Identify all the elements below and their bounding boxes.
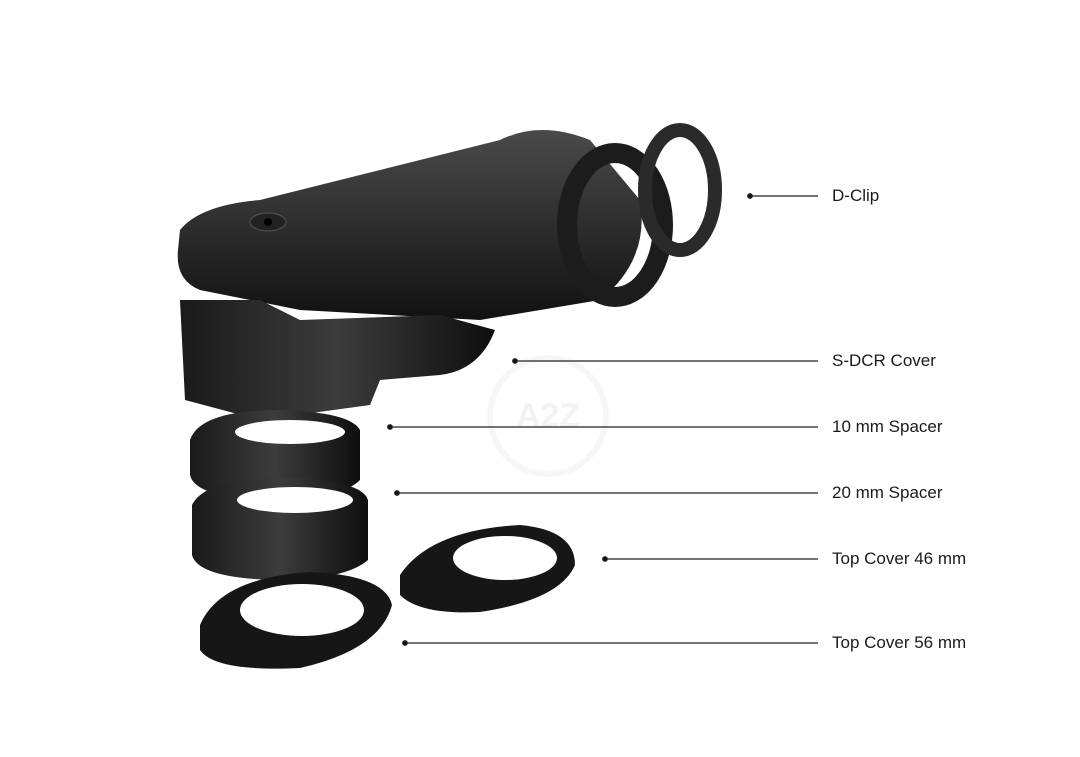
label-s-dcr-cover: S-DCR Cover — [832, 351, 936, 370]
spacer-10-part — [190, 410, 360, 500]
label-20mm-spacer: 20 mm Spacer — [832, 483, 943, 502]
s-dcr-cover-part — [180, 300, 495, 420]
leader-lines — [387, 193, 818, 646]
label-top-cover-56: Top Cover 56 mm — [832, 633, 967, 652]
top-cover-46-part — [400, 525, 575, 613]
spacer-20-part — [192, 478, 368, 580]
label-10mm-spacer: 10 mm Spacer — [832, 417, 943, 436]
stem-body — [177, 130, 642, 320]
watermark-logo: A2Z — [487, 355, 609, 477]
top-cover-56-part — [200, 572, 392, 669]
label-top-cover-46: Top Cover 46 mm — [832, 549, 967, 568]
d-clip-part — [557, 123, 722, 307]
label-d-clip: D-Clip — [832, 186, 880, 205]
